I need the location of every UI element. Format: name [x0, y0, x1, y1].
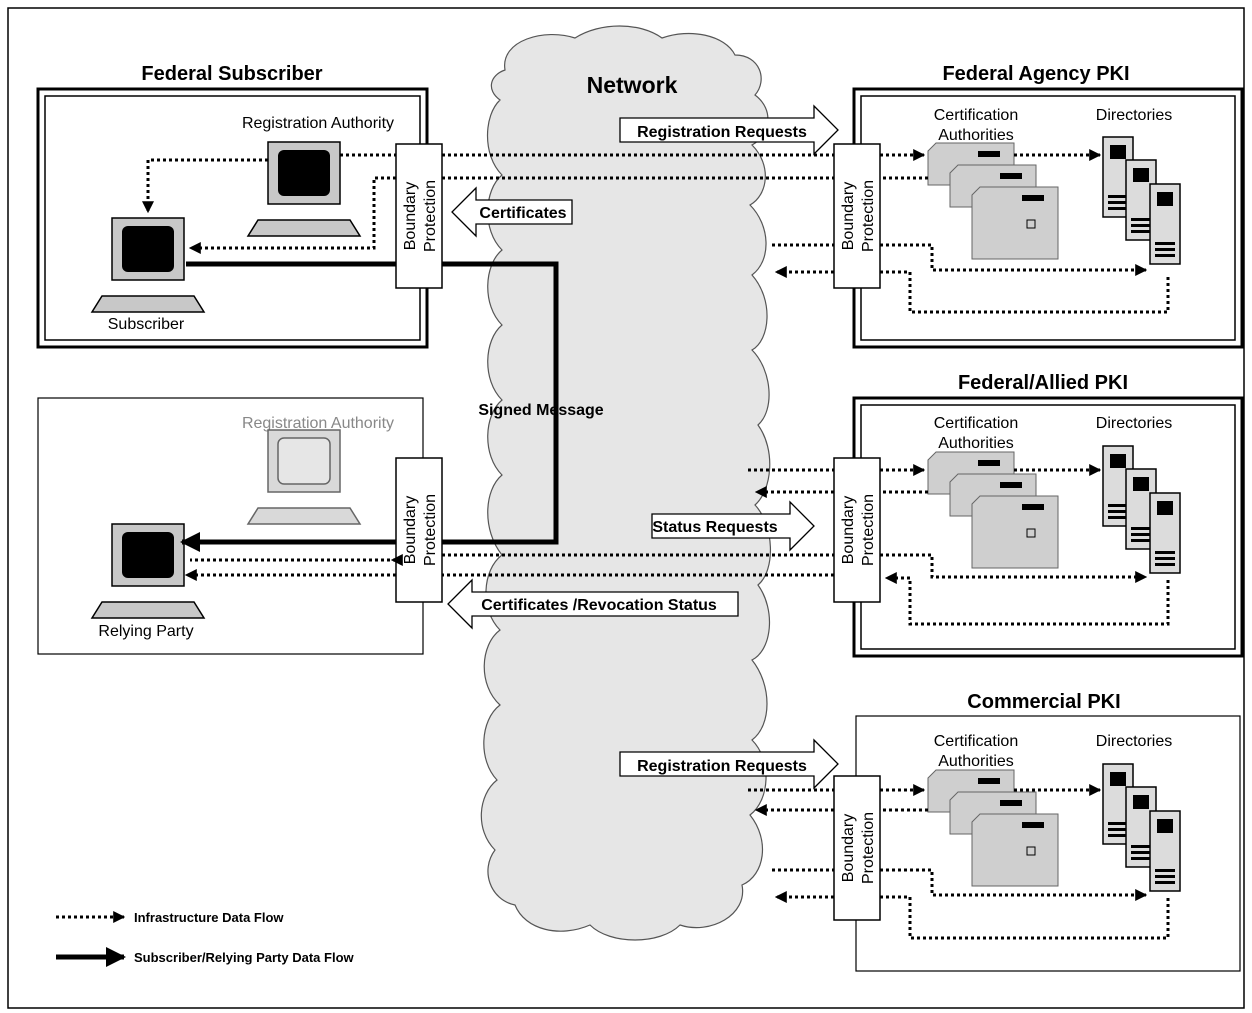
certificates-label: Certificates: [479, 205, 566, 222]
fs-boundary-protection: [395, 143, 443, 289]
pki2-boundary-line1: Boundary: [840, 496, 857, 565]
flow-pki3-dir-2: [880, 895, 1170, 940]
flow-pki2-dir-1: [880, 553, 1148, 583]
pki2-directory-server-icon-3: [1149, 492, 1181, 574]
flow-certs-to-subscriber: [188, 176, 396, 254]
pki1-directory-server-icon-3: [1149, 183, 1181, 265]
registration-requests-label-2: Registration Requests: [637, 758, 807, 775]
pki2-boundary-protection: [833, 457, 881, 603]
rp-boundary-line2: Protection: [422, 494, 439, 566]
certificates-arrow: [451, 186, 573, 238]
legend-infrastructure-label: Infrastructure Data Flow: [134, 910, 284, 925]
pki2-title: Federal/Allied PKI: [958, 372, 1128, 394]
pki1-boundary-line1: Boundary: [840, 182, 857, 251]
signed-message-flow: [182, 261, 559, 542]
flow-ra-to-subscriber: [142, 158, 268, 214]
rp-relying-party-label: Relying Party: [98, 623, 193, 640]
fs-boundary-line2: Protection: [422, 180, 439, 252]
pki2-dir-label: Directories: [1096, 415, 1172, 432]
network-title: Network: [587, 72, 678, 98]
network-cloud: [480, 25, 771, 941]
fs-ra-label: Registration Authority: [242, 115, 394, 132]
certificates-revocation-label: Certificates /Revocation Status: [481, 597, 717, 614]
status-requests-label: Status Requests: [652, 519, 777, 536]
pki1-ca-line1: Certification: [934, 107, 1018, 124]
registration-requests-label-1: Registration Requests: [637, 124, 807, 141]
flow-pki2-dir-2: [884, 572, 1170, 626]
certificates-revocation-arrow: [447, 578, 739, 630]
pki3-boundary-protection: [833, 775, 881, 921]
pki3-boundary-line2: Protection: [860, 812, 877, 884]
pki1-boundary-line2: Protection: [860, 180, 877, 252]
pki1-title: Federal Agency PKI: [942, 63, 1129, 85]
rp-boundary-line1: Boundary: [402, 496, 419, 565]
signed-message-label: Signed Message: [478, 402, 603, 419]
registration-requests-arrow-1: [619, 104, 839, 156]
pki3-directory-server-icon-3: [1149, 810, 1181, 892]
pki3-ca-line1: Certification: [934, 733, 1018, 750]
fs-boundary-line1: Boundary: [402, 182, 419, 251]
flow-pki3-dir-1: [880, 868, 1148, 901]
infrastructure-flows: [142, 149, 1170, 940]
pki1-boundary-protection: [833, 143, 881, 289]
pki2-boundary-line2: Protection: [860, 494, 877, 566]
registration-requests-arrow-2: [619, 738, 839, 790]
fs-subscriber-label: Subscriber: [108, 316, 185, 333]
pki3-title: Commercial PKI: [967, 691, 1120, 713]
pki1-dir-label: Directories: [1096, 107, 1172, 124]
legend-subscriber-label: Subscriber/Relying Party Data Flow: [134, 950, 355, 965]
pki2-ca-line1: Certification: [934, 415, 1018, 432]
flow-pki1-dir-2: [880, 270, 1170, 314]
pki3-ca-line2: Authorities: [938, 753, 1014, 770]
pki3-dir-label: Directories: [1096, 733, 1172, 750]
pki2-ca-line2: Authorities: [938, 435, 1014, 452]
pki1-ca-line2: Authorities: [938, 127, 1014, 144]
federal-subscriber-title: Federal Subscriber: [141, 63, 322, 85]
rp-boundary-protection: [395, 457, 443, 603]
pki3-boundary-line1: Boundary: [840, 814, 857, 883]
rp-ra-label: Registration Authority: [242, 415, 394, 432]
flow-pki1-dir-1: [880, 243, 1148, 276]
status-requests-arrow: [651, 500, 815, 552]
